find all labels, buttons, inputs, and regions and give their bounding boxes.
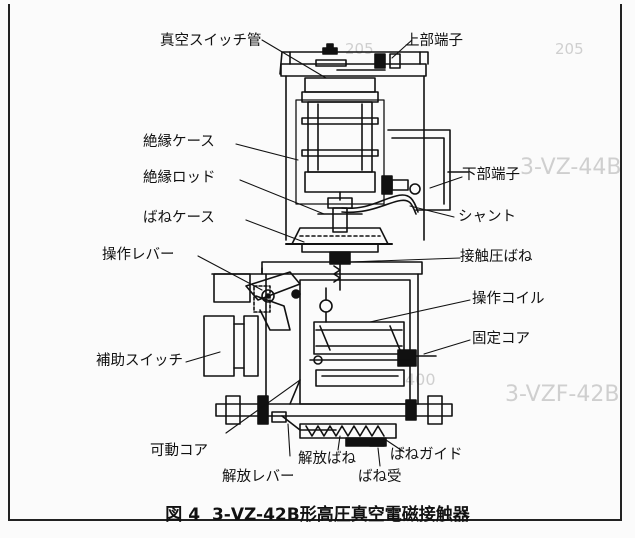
bleed-through-text: 205	[555, 40, 584, 58]
contact-pressure-spring	[329, 251, 351, 291]
label-release-spring: 解放ばね	[298, 451, 356, 467]
label-release-lever: 解放レバー	[222, 469, 295, 485]
operating-lever	[245, 271, 301, 331]
label-insulating-rod: 絶縁ロッド	[143, 170, 216, 186]
insulating-case	[295, 99, 385, 205]
top-frame	[279, 51, 429, 241]
operating-coil	[313, 321, 405, 355]
label-fixed-core: 固定コア	[472, 331, 530, 347]
bleed-through-text: 3-VZF-42B	[505, 382, 620, 407]
release-spring	[299, 423, 397, 439]
leader-lines	[185, 39, 471, 467]
label-spring-guide: ばねガイド	[390, 447, 463, 463]
label-auxiliary-switch: 補助スイッチ	[96, 353, 183, 369]
label-spring-seat: ばね受	[358, 469, 402, 485]
fixed-core	[309, 349, 437, 367]
figure-number: 図 4	[165, 505, 201, 525]
bleed-through-text: 205	[345, 40, 374, 58]
label-upper-terminal: 上部端子	[405, 33, 463, 49]
base-plate	[215, 395, 453, 425]
label-lower-terminal: 下部端子	[462, 167, 520, 183]
auxiliary-switch	[203, 273, 259, 377]
label-operating-coil: 操作コイル	[472, 291, 545, 307]
vacuum-switch-tube	[301, 77, 379, 201]
chassis	[211, 261, 423, 405]
spring-guide	[345, 437, 387, 447]
release-lever	[271, 411, 337, 431]
figure-title: 3-VZ-42B形高圧真空電磁接触器	[211, 505, 470, 525]
insulating-rod	[317, 197, 363, 233]
bleed-through-text: 400	[405, 370, 436, 389]
label-operating-lever: 操作レバー	[102, 247, 175, 263]
label-shunt: シャント	[458, 209, 516, 225]
bleed-through-text: 3-VZ-44B	[520, 155, 622, 180]
label-movable-core: 可動コア	[150, 443, 208, 459]
lower-terminal	[381, 129, 469, 211]
label-insulating-case: 絶縁ケース	[143, 134, 215, 150]
label-spring-case: ばねケース	[143, 210, 215, 226]
label-vacuum-switch-tube: 真空スイッチ管	[160, 33, 262, 49]
figure-caption: 図 4 3-VZ-42B形高圧真空電磁接触器	[0, 500, 635, 525]
label-contact-pressure-spring: 接触圧ばね	[460, 249, 533, 265]
movable-core	[289, 369, 405, 405]
upper-terminal	[315, 43, 401, 71]
figure-frame	[8, 4, 622, 521]
